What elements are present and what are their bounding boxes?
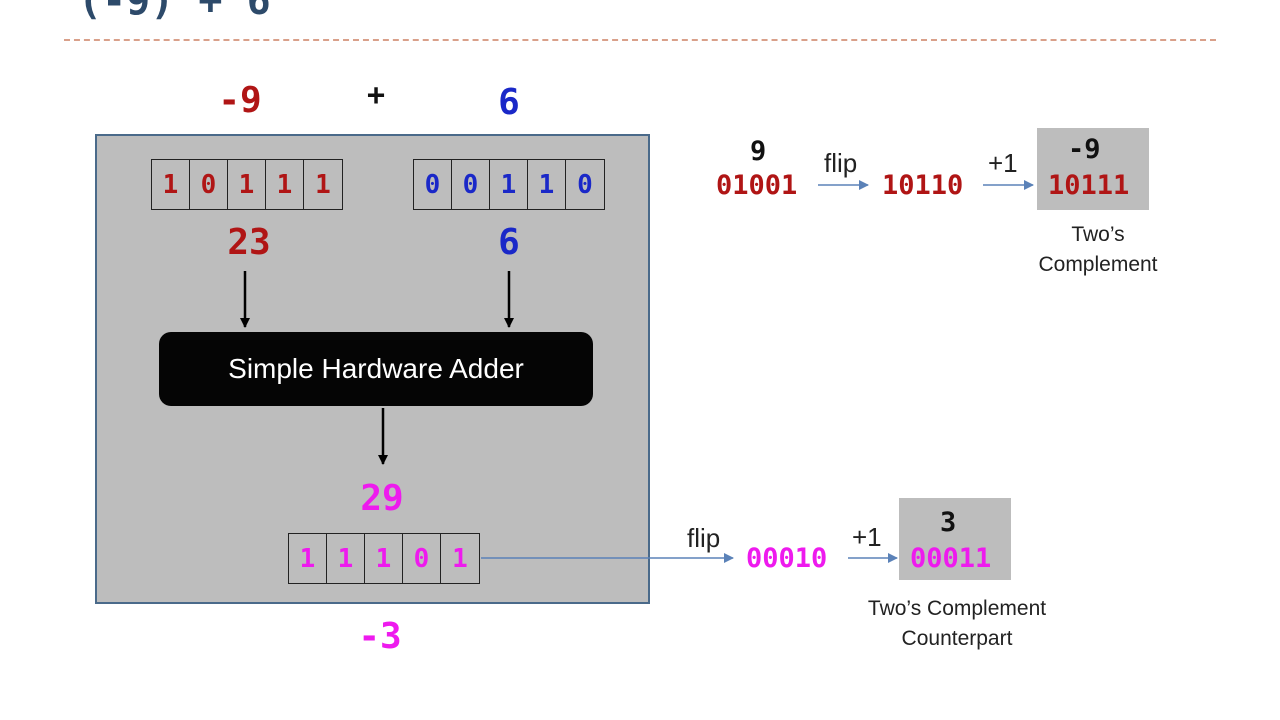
register-a-bit: 1	[266, 160, 304, 209]
top-result-decimal: -9	[1068, 134, 1101, 165]
top-result-box	[1037, 128, 1149, 210]
sum-register-bit: 1	[327, 534, 365, 583]
register-b: 0 0 1 1 0	[413, 159, 605, 210]
sum-register-bit: 0	[403, 534, 441, 583]
sum-unsigned: 29	[360, 478, 404, 519]
top-original-decimal: 9	[750, 136, 767, 167]
top-plus-one-label: +1	[988, 148, 1018, 178]
top-caption-line2: Complement	[1038, 253, 1158, 276]
operand-left: -9	[218, 80, 262, 121]
bottom-caption-line2: Counterpart	[901, 627, 1013, 650]
bottom-caption-line1: Two’s Complement	[867, 597, 1047, 620]
register-a-bit: 0	[190, 160, 228, 209]
register-a-bit: 1	[152, 160, 190, 209]
bottom-flipped-binary: 00010	[746, 543, 828, 574]
bottom-caption: Two’s Complement Counterpart	[852, 594, 1062, 654]
top-result-binary: 10111	[1048, 170, 1130, 201]
operator-plus: +	[366, 78, 386, 113]
bottom-plus-one-label: +1	[852, 522, 882, 552]
register-a-bit: 1	[315, 169, 331, 200]
sum-register-bit: 1	[289, 534, 327, 583]
sum-signed: -3	[358, 616, 402, 657]
title-divider	[64, 39, 1216, 41]
top-flipped-binary: 10110	[882, 170, 964, 201]
operand-right: 6	[498, 82, 520, 123]
register-a-unsigned: 23	[227, 222, 271, 263]
top-caption-line1: Two’s	[1071, 223, 1125, 246]
bottom-result-box	[899, 498, 1011, 580]
sum-register: 1 1 1 0 1	[288, 533, 480, 584]
sum-register-bit: 1	[452, 543, 468, 574]
register-b-bit: 0	[452, 160, 490, 209]
register-a-bit: 1	[228, 160, 266, 209]
sum-register-bit: 1	[365, 534, 403, 583]
bottom-result-binary: 00011	[910, 543, 992, 574]
register-b-bit: 1	[528, 160, 566, 209]
register-b-bit: 0	[577, 169, 593, 200]
register-b-unsigned: 6	[498, 222, 520, 263]
bottom-flip-label: flip	[687, 523, 721, 553]
register-a: 1 0 1 1 1	[151, 159, 343, 210]
top-flip-label: flip	[824, 148, 858, 178]
register-b-bit: 1	[490, 160, 528, 209]
hardware-adder: Simple Hardware Adder	[159, 332, 593, 406]
register-b-bit: 0	[414, 160, 452, 209]
top-original-binary: 01001	[716, 170, 798, 201]
slide-title: (-9) + 6	[78, 0, 271, 24]
top-caption: Two’s Complement	[1018, 220, 1178, 280]
bottom-result-decimal: 3	[940, 507, 957, 538]
